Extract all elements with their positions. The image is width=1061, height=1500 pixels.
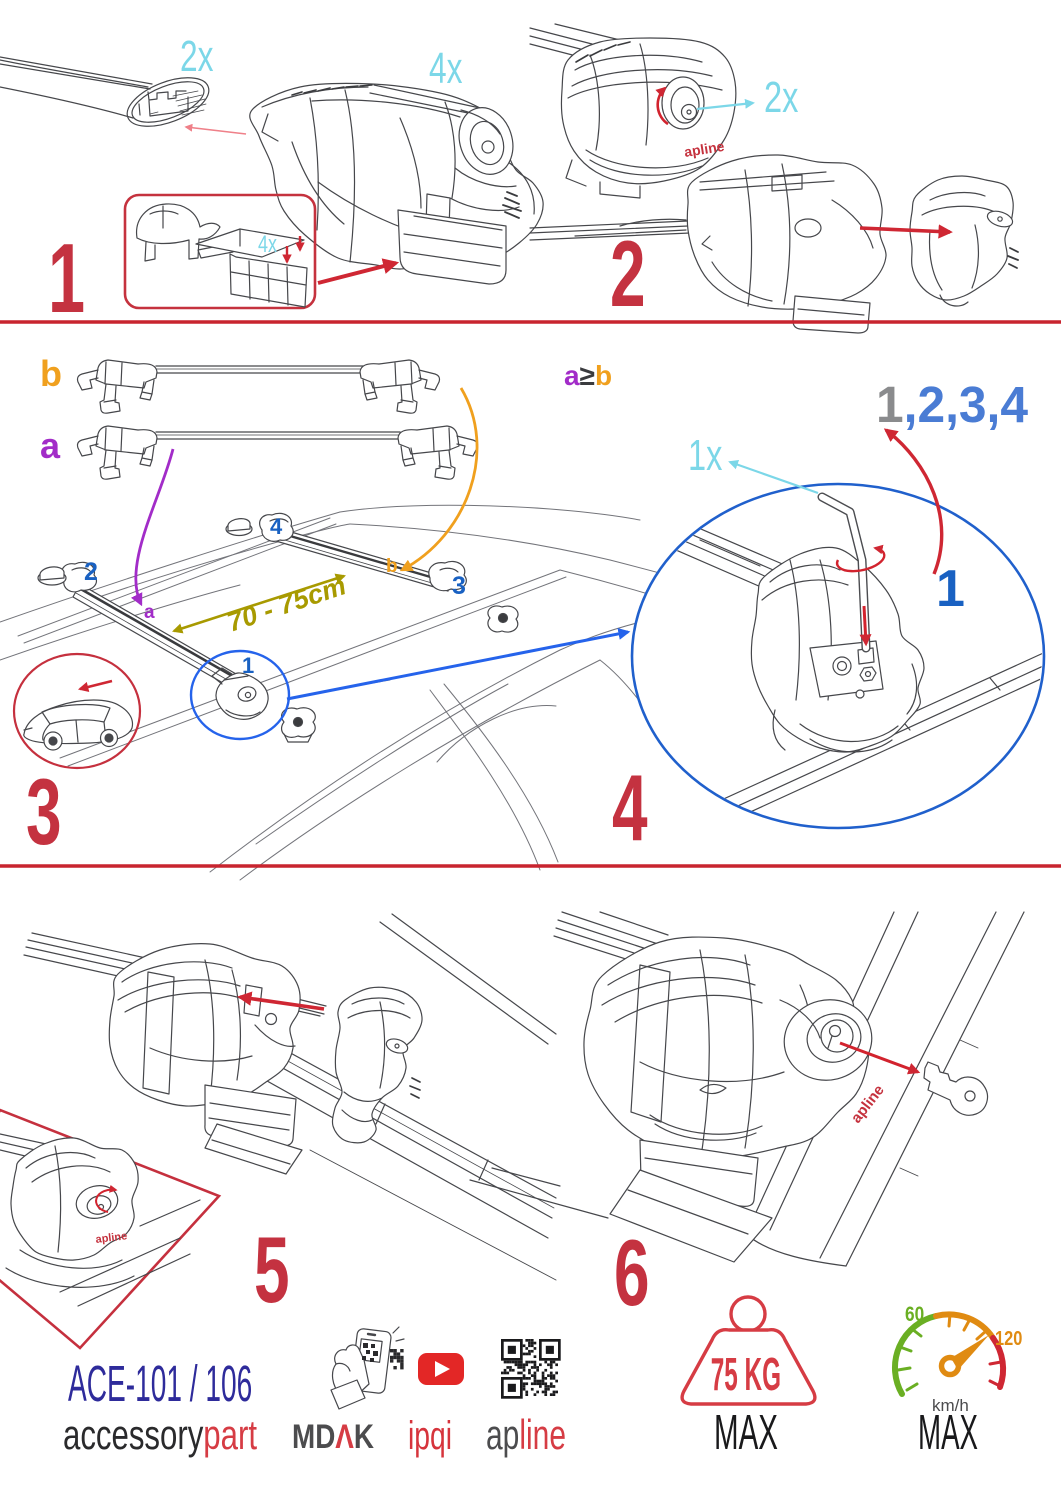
svg-text:MAX: MAX bbox=[714, 1406, 778, 1460]
svg-text:1: 1 bbox=[242, 653, 254, 678]
svg-text:a≥b: a≥b bbox=[564, 360, 612, 391]
svg-text:km/h: km/h bbox=[932, 1396, 969, 1415]
svg-text:1: 1 bbox=[936, 560, 965, 618]
svg-text:accessorypart: accessorypart bbox=[63, 1411, 257, 1458]
svg-text:2x: 2x bbox=[764, 73, 798, 122]
svg-text:b: b bbox=[40, 353, 62, 394]
svg-text:120: 120 bbox=[995, 1326, 1022, 1349]
svg-text:75 KG: 75 KG bbox=[711, 1348, 781, 1400]
svg-text:b: b bbox=[386, 556, 398, 577]
svg-text:4: 4 bbox=[612, 756, 648, 861]
svg-text:3: 3 bbox=[26, 760, 62, 865]
svg-text:4x: 4x bbox=[258, 232, 277, 258]
svg-text:4x: 4x bbox=[429, 44, 462, 93]
svg-text:5: 5 bbox=[254, 1218, 290, 1323]
svg-text:6: 6 bbox=[614, 1221, 650, 1326]
svg-text:60: 60 bbox=[905, 1304, 924, 1327]
svg-text:MDΛK: MDΛK bbox=[292, 1418, 374, 1456]
svg-text:1,2,3,4: 1,2,3,4 bbox=[876, 376, 1029, 433]
svg-text:apline: apline bbox=[683, 138, 726, 160]
svg-text:2: 2 bbox=[610, 222, 646, 327]
svg-text:a: a bbox=[40, 425, 61, 466]
svg-text:apline: apline bbox=[95, 1230, 128, 1246]
svg-text:1x: 1x bbox=[688, 431, 722, 480]
svg-text:ipqi: ipqi bbox=[408, 1414, 452, 1458]
svg-text:3: 3 bbox=[452, 572, 466, 600]
svg-text:a: a bbox=[144, 602, 155, 623]
svg-text:2x: 2x bbox=[180, 32, 213, 81]
svg-text:apline: apline bbox=[486, 1411, 566, 1458]
svg-text:4: 4 bbox=[270, 514, 283, 539]
svg-text:ACE-101 / 106: ACE-101 / 106 bbox=[68, 1355, 252, 1412]
svg-text:1: 1 bbox=[48, 223, 85, 333]
svg-text:2: 2 bbox=[84, 558, 98, 586]
svg-text:MAX: MAX bbox=[918, 1406, 978, 1460]
